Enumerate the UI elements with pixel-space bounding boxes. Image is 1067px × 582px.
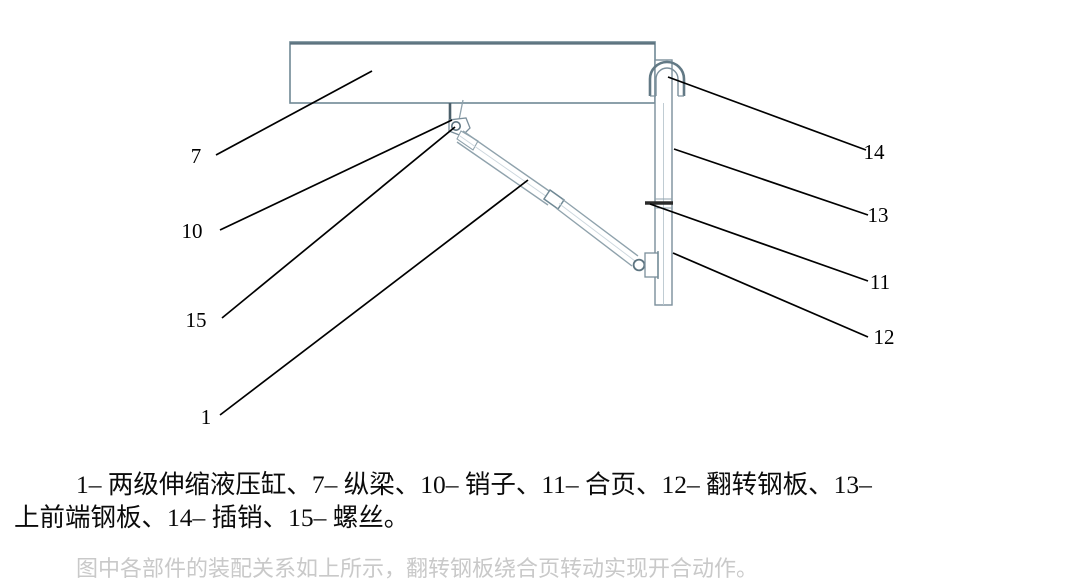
cylinder-stage1-upper-edge xyxy=(462,130,553,194)
part-longitudinal-beam xyxy=(289,41,656,104)
beam-outline xyxy=(289,41,656,104)
cylinder-stage1-lower-edge xyxy=(456,141,549,206)
part-latch-pin-loop xyxy=(648,60,686,97)
cylinder-bottom-pin xyxy=(632,258,646,272)
leader-line-longitudinal-beam xyxy=(215,70,373,156)
part-hydraulic-cylinder xyxy=(456,130,659,279)
cylinder-stage1-center-line xyxy=(459,135,551,200)
part-number-label-15: 15 xyxy=(186,308,207,332)
part-number-label-13: 13 xyxy=(868,203,889,227)
part-number-labels-group: 7 10 15 1 14 13 11 12 xyxy=(182,140,895,429)
part-pin-and-screw-joint xyxy=(448,99,479,151)
latch-loop-inner xyxy=(655,67,679,96)
figure-caption: 1– 两级伸缩液压缸、7– 纵梁、10– 销子、11– 合页、12– 翻转钢板、… xyxy=(0,468,1067,534)
leader-line-hinge xyxy=(649,203,869,282)
cylinder-stage2-center-line xyxy=(558,203,636,262)
caption-line-1: 1– 两级伸缩液压缸、7– 纵梁、10– 销子、11– 合页、12– 翻转钢板、… xyxy=(76,470,872,499)
part-number-label-12: 12 xyxy=(874,325,895,349)
part-number-label-7: 7 xyxy=(191,144,202,168)
cylinder-stage2-upper-edge xyxy=(561,198,639,257)
cylinder-bottom-bracket xyxy=(644,252,659,278)
leader-line-upper-front-steel-plate xyxy=(673,148,869,216)
leader-line-pin xyxy=(219,119,453,231)
caption-next-line-partial: 图中各部件的装配关系如上所示，翻转钢板绕合页转动实现开合动作。 xyxy=(76,556,759,581)
cylinder-stage2-lower-edge xyxy=(555,207,633,267)
leader-line-latch-pin xyxy=(667,76,867,151)
bracket-right-edge xyxy=(458,99,464,121)
part-number-label-1: 1 xyxy=(201,405,212,429)
leader-line-flip-steel-plate xyxy=(672,252,869,338)
technical-diagram-figure: 7 10 15 1 14 13 11 12 xyxy=(182,41,895,429)
part-number-label-11: 11 xyxy=(870,270,890,294)
cylinder-telescope-collar xyxy=(542,188,566,211)
latch-loop-outer xyxy=(648,60,686,96)
part-number-label-10: 10 xyxy=(182,219,203,243)
part-number-label-14: 14 xyxy=(864,140,886,164)
leader-lines-group xyxy=(215,70,869,416)
leader-line-two-stage-telescopic-hydraulic-cylinder xyxy=(219,179,529,416)
diagram-canvas: 7 10 15 1 14 13 11 12 xyxy=(182,41,895,429)
caption-line-2: 上前端钢板、14– 插销、15– 螺丝。 xyxy=(14,503,410,532)
leader-line-screw xyxy=(221,126,456,319)
